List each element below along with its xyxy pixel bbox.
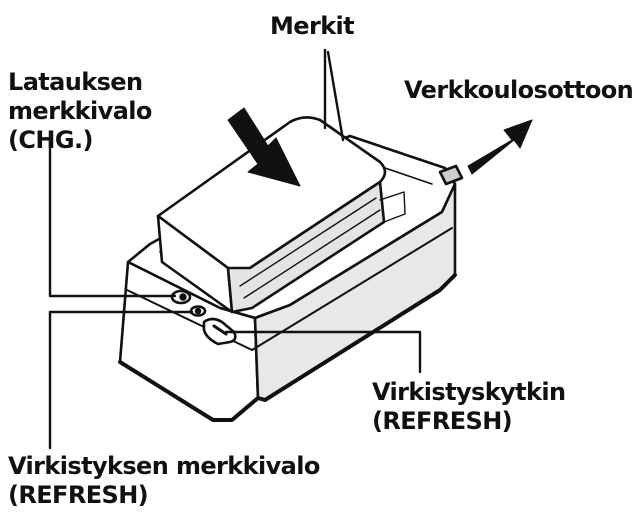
label-mains: Verkkoulosottoon: [404, 76, 634, 104]
label-marks: Merkit: [270, 12, 355, 40]
label-refresh-switch-2: (REFRESH): [372, 407, 513, 435]
label-charge-lamp-3: (CHG.): [8, 126, 93, 154]
label-refresh-switch-1: Virkistyskytkin: [372, 378, 566, 406]
insert-arrow-icon: [227, 107, 301, 187]
leader-lines: [48, 48, 422, 450]
label-refresh-lamp-2: (REFRESH): [8, 481, 149, 509]
label-charge-lamp-2: merkkivalo: [8, 97, 152, 125]
mains-arrow-icon: [467, 119, 533, 175]
label-refresh-lamp-1: Virkistyksen merkkivalo: [8, 452, 320, 480]
control-panel: [170, 289, 237, 346]
battery-pack: [156, 116, 406, 314]
label-charge-lamp-1: Latauksen: [8, 68, 143, 96]
